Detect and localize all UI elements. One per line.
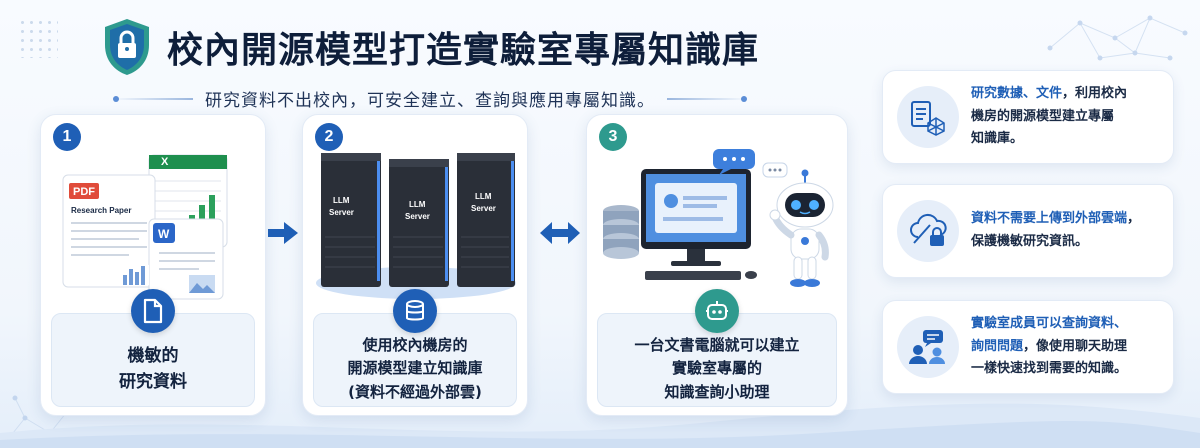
step-card-knowledge-assistant: 3 一台文書電腦就可以建立 實驗室專屬的 知識查詢小助理 — [586, 114, 848, 416]
server-label: LLM — [409, 200, 426, 209]
pdf-label: PDF — [73, 186, 95, 198]
pdf-paper-icon: PDF Research Paper — [62, 174, 156, 288]
server-label: Server — [405, 212, 430, 221]
decor-dot-grid — [18, 18, 58, 58]
cloud-lock-icon — [897, 200, 959, 262]
users-chat-icon — [897, 316, 959, 378]
monitor-icon — [641, 169, 757, 280]
robot-mascot — [769, 169, 834, 287]
computer-robot-illustration — [603, 149, 834, 287]
research-paper-label: Research Paper — [71, 206, 131, 215]
info-rest: 知識庫。 — [971, 131, 1024, 147]
step-label-line: 一台文書電腦就可以建立 — [634, 336, 800, 355]
subtitle-rule-right — [667, 95, 747, 102]
step-label-line: 使用校內機房的 — [362, 336, 468, 355]
info-rest: ，利用校內 — [1062, 85, 1128, 101]
step-number-badge: 2 — [315, 123, 343, 151]
server-label: LLM — [333, 196, 350, 205]
step-number-badge: 3 — [599, 123, 627, 151]
page-subtitle: 研究資料不出校內，可安全建立、查詢與應用專屬知識。 — [205, 91, 655, 111]
server-label: Server — [471, 204, 496, 213]
info-highlight: 詢問問題 — [971, 338, 1024, 354]
arrow-right-icon — [268, 222, 298, 244]
step-label-line: 開源模型建立知識庫 — [347, 359, 483, 378]
info-rest: 保護機敏研究資訊。 — [971, 234, 1089, 249]
info-card-no-cloud: 資料不需要上傳到外部雲端， 保護機敏研究資訊。 — [882, 184, 1174, 278]
chat-bubble-icon — [713, 149, 788, 178]
server-rack: LLM Server — [389, 159, 449, 287]
database-stack-icon — [603, 205, 639, 259]
word-file-icon: W — [121, 218, 224, 300]
robot-icon — [695, 289, 739, 333]
server-label: LLM — [475, 192, 492, 201]
arrow-bidirectional-icon — [540, 222, 580, 244]
info-text: 資料不需要上傳到外部雲端， 保護機敏研究資訊。 — [971, 208, 1140, 254]
docs-network-icon — [897, 86, 959, 148]
step-card-campus-server: LLM Server LLM Server LLM Server 2 使用校內機… — [302, 114, 528, 416]
info-text: 實驗室成員可以查詢資料、 詢問問題，像使用聊天助理 一樣快速找到需要的知識。 — [971, 313, 1127, 381]
info-card-team-query: 實驗室成員可以查詢資料、 詢問問題，像使用聊天助理 一樣快速找到需要的知識。 — [882, 300, 1174, 394]
decor-network-corner — [4, 395, 73, 444]
info-highlight: 研究數據、文件 — [971, 85, 1063, 101]
step-label-line: 機敏的 — [127, 345, 179, 366]
shield-lock-icon — [104, 19, 149, 75]
info-text: 研究數據、文件，利用校內 機房的開源模型建立專屬 知識庫。 — [971, 83, 1127, 151]
info-highlight: 資料不需要上傳到外部雲端 — [971, 211, 1128, 227]
subtitle-rule-left — [113, 95, 193, 102]
research-files-illustration: X PDF Research Paper W — [62, 154, 228, 300]
decor-network-lines — [1047, 15, 1188, 61]
database-icon — [393, 289, 437, 333]
info-card-knowledge-base: 研究數據、文件，利用校內 機房的開源模型建立專屬 知識庫。 — [882, 70, 1174, 164]
info-rest: 機房的開源模型建立專屬 — [971, 108, 1115, 124]
step-label: 機敏的 研究資料 — [51, 313, 255, 407]
server-label: Server — [329, 208, 354, 217]
decor-bottom-wave — [0, 403, 1200, 448]
llm-servers-illustration: LLM Server LLM Server LLM Server — [316, 153, 516, 299]
info-rest: ，像使用聊天助理 — [1023, 338, 1128, 354]
page-title: 校內開源模型打造實驗室專屬知識庫 — [166, 30, 759, 71]
step-label-line: 實驗室專屬的 — [671, 359, 762, 378]
info-rest: ， — [1127, 211, 1141, 227]
header: 校內開源模型打造實驗室專屬知識庫 研究資料不出校內，可安全建立、查詢與應用專屬知… — [0, 14, 860, 111]
info-rest: 一樣快速找到需要的知識。 — [971, 361, 1128, 377]
step-label-line: 研究資料 — [119, 372, 187, 392]
word-label: W — [158, 227, 170, 241]
server-rack: LLM Server — [321, 153, 381, 287]
document-icon — [131, 289, 175, 333]
info-highlight: 實驗室成員可以查詢資料、 — [971, 315, 1128, 331]
step-label-line: 知識查詢小助理 — [664, 382, 770, 401]
server-rack: LLM Server — [457, 153, 515, 287]
step-label-line: (資料不經過外部雲) — [348, 382, 482, 401]
excel-label: X — [161, 156, 169, 168]
step-card-sensitive-data: X PDF Research Paper W 1 機敏的 研究資料 — [40, 114, 266, 416]
step-number-badge: 1 — [53, 123, 81, 151]
